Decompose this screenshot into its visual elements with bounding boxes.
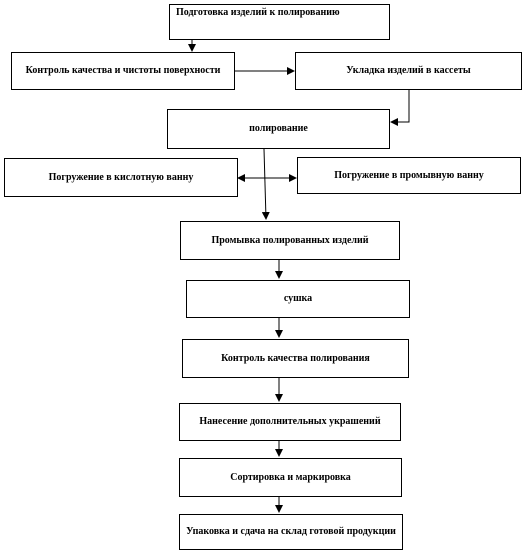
step-quality-polish-label: Контроль качества полирования <box>221 352 370 364</box>
step-rinse-polished-label: Промывка полированных изделий <box>211 234 369 246</box>
step-sorting-label: Сортировка и маркировка <box>230 471 351 483</box>
step-rinse-bath-label: Погружение в промывную ванну <box>334 169 484 181</box>
step-polishing: полирование <box>167 109 390 149</box>
step-decoration-label: Нанесение дополнительных украшений <box>199 416 381 427</box>
step-drying-label: сушка <box>283 293 313 304</box>
step-drying: сушка <box>186 280 410 318</box>
step-acid-bath-label: Погружение в кислотную ванну <box>48 171 194 183</box>
step-packing: Упаковка и сдача на склад готовой продук… <box>179 514 403 550</box>
step-decoration: Нанесение дополнительных украшений <box>179 403 401 441</box>
step-rinse-bath: Погружение в промывную ванну <box>297 157 521 194</box>
step-sorting: Сортировка и маркировка <box>179 458 402 497</box>
step-loading-label: Укладка изделий в кассеты <box>346 65 471 76</box>
step-packing-label: Упаковка и сдача на склад готовой продук… <box>186 526 396 537</box>
arrow-loading-to-polishing <box>390 90 410 126</box>
step-prep-label: Подготовка изделий к полированию <box>176 7 340 18</box>
step-loading: Укладка изделий в кассеты <box>295 52 522 90</box>
step-polishing-label: полирование <box>249 123 308 134</box>
step-quality-surface-label: Контроль качества и чистоты поверхности <box>25 65 221 76</box>
step-quality-surface: Контроль качества и чистоты поверхности <box>11 52 235 90</box>
step-rinse-polished: Промывка полированных изделий <box>180 221 400 260</box>
arrow-polishing-to-rinse <box>261 148 270 220</box>
step-quality-polish: Контроль качества полирования <box>182 339 409 378</box>
step-acid-bath: Погружение в кислотную ванну <box>4 158 238 197</box>
step-prep: Подготовка изделий к полированию <box>169 4 390 40</box>
